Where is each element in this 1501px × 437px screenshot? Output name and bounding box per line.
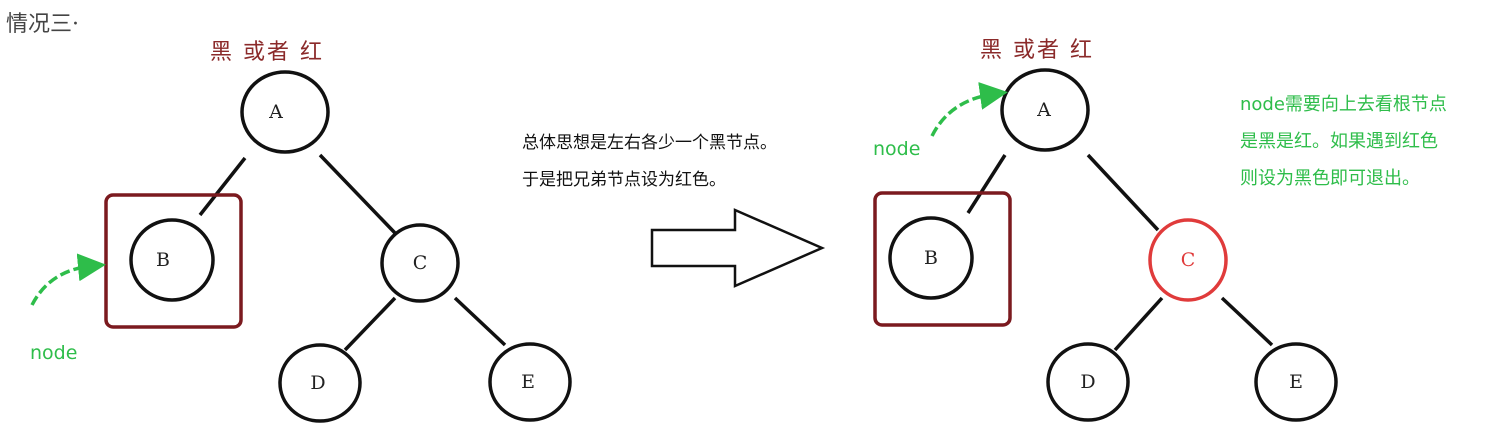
left-root-color-label: 黑 或者 红 (210, 40, 324, 65)
left-tree (30, 70, 572, 423)
right-root-color-label: 黑 或者 红 (980, 38, 1094, 63)
edge-a-b (198, 156, 247, 217)
right-node-a-label: A (1037, 99, 1051, 121)
left-node-pointer-label: node (30, 342, 78, 364)
node-b (888, 216, 974, 300)
node-highlight-box (873, 191, 1012, 327)
left-node-c-label: C (412, 252, 428, 274)
node-e (488, 342, 572, 422)
right-node-pointer-label: node (873, 138, 921, 160)
left-node-a-label: A (269, 101, 283, 123)
right-tree (873, 68, 1338, 422)
right-node-d-label: D (1080, 371, 1096, 393)
left-node-e-label: E (521, 371, 535, 393)
node-pointer-arrow (30, 253, 106, 306)
left-node-b-label: B (156, 249, 170, 271)
node-d (1046, 342, 1130, 422)
node-a (240, 70, 330, 154)
edge-a-c (318, 153, 397, 235)
edge-c-d (1113, 296, 1164, 352)
right-node-e-label: E (1289, 371, 1303, 393)
node-c (380, 223, 460, 303)
node-b (129, 218, 215, 302)
edge-a-c (1086, 153, 1160, 232)
edge-c-e (453, 296, 507, 347)
right-node-b-label: B (924, 247, 938, 269)
note-line3: 则设为黑色即可退出。 (1240, 168, 1420, 189)
node-pointer-arrow (930, 82, 1008, 137)
node-c-red (1148, 218, 1228, 302)
left-node-d-label: D (310, 372, 326, 394)
node-e (1254, 342, 1338, 422)
right-node-c-label: C (1180, 249, 1196, 271)
case-title: 情况三· (6, 12, 79, 37)
node-a (1000, 68, 1090, 152)
node-highlight-box (104, 193, 243, 329)
edge-a-b (966, 154, 1007, 214)
idea-text-line1: 总体思想是左右各少一个黑节点。 (522, 133, 777, 153)
node-d (278, 343, 362, 423)
note-line1: node需要向上去看根节点 (1240, 94, 1447, 115)
edge-c-e (1220, 296, 1274, 347)
idea-text-line2: 于是把兄弟节点设为红色。 (522, 170, 726, 190)
note-line2: 是黑是红。如果遇到红色 (1240, 131, 1438, 152)
transform-arrow-icon (650, 208, 826, 288)
edge-c-d (343, 296, 397, 352)
